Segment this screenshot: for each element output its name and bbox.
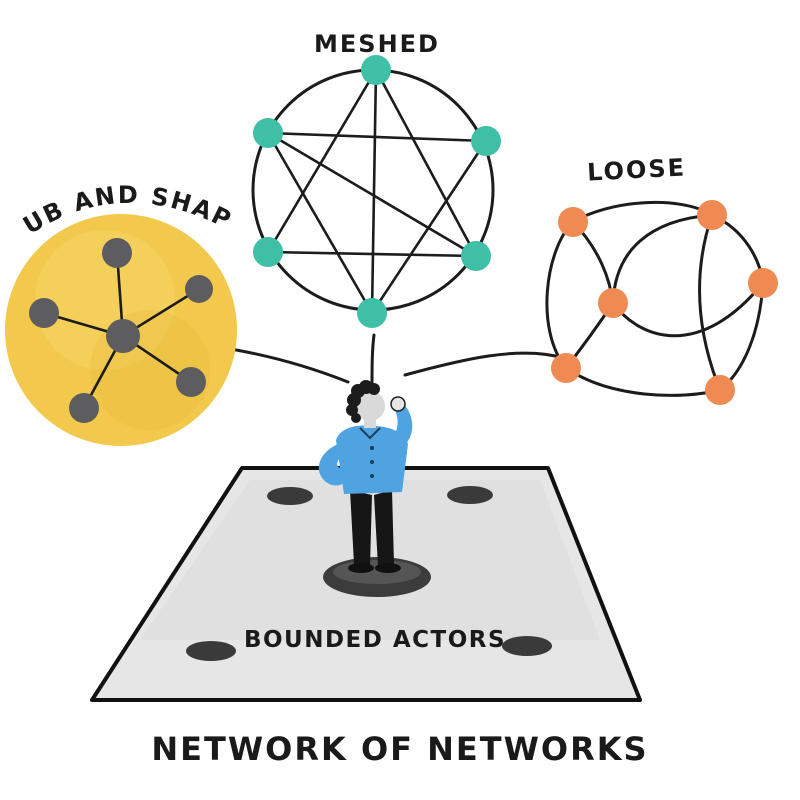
spoke-node [102, 238, 132, 268]
mesh-node [471, 126, 501, 156]
spoke-node [185, 275, 213, 303]
spoke-node [69, 393, 99, 423]
actor-disc [447, 486, 493, 504]
network-of-networks-title: NETWORK OF NETWORKS [151, 730, 648, 768]
actor-disc [502, 636, 552, 656]
loose-network: LOOSE [545, 153, 778, 405]
actor-disc [186, 641, 236, 661]
hub-and-spoke-network: HUB AND SHAPE [0, 0, 237, 446]
hub-node [106, 319, 140, 353]
loose-node [705, 375, 735, 405]
mesh-node [253, 118, 283, 148]
actor-disc [267, 487, 313, 505]
thinking-person-icon [318, 380, 413, 573]
meshed-label: MESHED [314, 30, 440, 58]
loose-node [551, 353, 581, 383]
meshed-network: MESHED [251, 30, 501, 328]
mesh-node [361, 55, 391, 85]
mesh-node [253, 237, 283, 267]
spoke-node [176, 367, 206, 397]
bounded-actors-label: BOUNDED ACTORS [244, 627, 506, 653]
spoke-node [29, 298, 59, 328]
loose-node [697, 200, 727, 230]
mesh-node [357, 298, 387, 328]
bounded-actors-floor [90, 466, 642, 702]
loose-node [748, 268, 778, 298]
loose-node [598, 288, 628, 318]
loose-node [558, 207, 588, 237]
mesh-node [461, 241, 491, 271]
hub-and-shape-label: HUB AND SHAPE [0, 0, 237, 240]
loose-label: LOOSE [586, 153, 686, 186]
